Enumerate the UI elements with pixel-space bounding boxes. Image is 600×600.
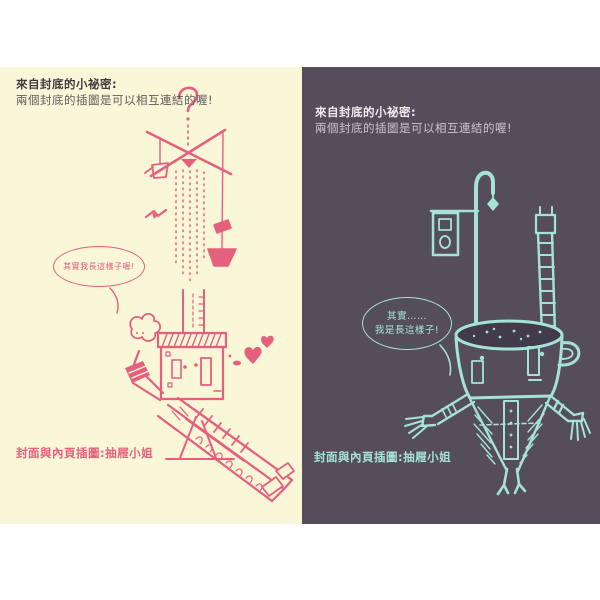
- eye-left: [479, 355, 485, 361]
- right-heading: 來自封底的小祕密: 兩個封底的插圖是可以相互連結的喔!: [315, 104, 512, 136]
- right-bubble-line2: 我是長這樣子!: [374, 324, 440, 336]
- question-mark-icon: [177, 86, 199, 113]
- graduated-cylinder: [182, 289, 205, 334]
- left-arm: [404, 392, 476, 439]
- traffic-light: [431, 211, 460, 257]
- cup-liquid: [454, 319, 564, 351]
- pot-eye-right: [194, 363, 198, 367]
- left-heading-subtitle: 兩個封底的插圖是可以相互連結的喔!: [16, 93, 214, 107]
- right-speech-bubble-text: 其實…… 我是長這樣子!: [375, 310, 439, 338]
- dotted-rain: [175, 169, 205, 284]
- left-heading: 來自封底的小祕密: 兩個封底的插圖是可以相互連結的喔!: [16, 76, 213, 108]
- bubble-tail: [109, 287, 119, 314]
- ramp-ladder: [185, 408, 253, 462]
- lamp-icon: [487, 197, 499, 211]
- pot-body: [159, 345, 225, 401]
- left-speech-bubble-text: 其實我長這樣子喔!: [63, 262, 135, 271]
- eye-right: [539, 351, 545, 357]
- right-speech-bubble: 其實…… 我是長這樣子!: [362, 297, 452, 350]
- ladder: [534, 206, 557, 337]
- cup-head: [454, 335, 564, 400]
- cotton-fluff: [129, 313, 162, 342]
- left-speech-bubble: 其實我長這樣子喔!: [53, 246, 145, 287]
- windmill-cross: [145, 128, 233, 178]
- ramp-foot: [261, 476, 284, 497]
- pot-nose: [200, 357, 212, 386]
- right-bubble-line1: 其實……: [386, 310, 427, 322]
- ramp-foot: [275, 462, 295, 480]
- legs: [496, 467, 527, 496]
- pot-eye-left: [183, 365, 187, 369]
- right-arm: [544, 395, 591, 441]
- left-caption: 封面與內頁插圖:抽屜小姐: [16, 446, 154, 460]
- right-heading-subtitle: 兩個封底的插圖是可以相互連結的喔!: [315, 121, 513, 135]
- cup-head-character-illustration: [404, 170, 591, 496]
- left-back-cover-panel: 來自封底的小祕密: 兩個封底的插圖是可以相互連結的喔! 其實我長這樣子喔! 封面…: [0, 67, 302, 524]
- hearts-icon: [228, 335, 274, 366]
- right-back-cover-panel: 來自封底的小祕密: 兩個封底的插圖是可以相互連結的喔! 其實…… 我是長這樣子!…: [302, 67, 600, 524]
- right-caption: 封面與內頁插圖:抽屜小姐: [314, 450, 452, 464]
- bubble-tail: [439, 344, 452, 376]
- bird-icon: [144, 208, 168, 219]
- left-heading-title: 來自封底的小祕密:: [16, 77, 118, 91]
- lamp-pole: [474, 170, 495, 332]
- nose: [527, 346, 540, 376]
- right-heading-title: 來自封底的小祕密:: [315, 105, 417, 119]
- book-spread: 來自封底的小祕密: 兩個封底的插圖是可以相互連結的喔! 其實我長這樣子喔! 封面…: [0, 67, 600, 524]
- cup-handle: [557, 341, 581, 367]
- body-skirt: [468, 395, 552, 473]
- tower-machine-illustration: [109, 86, 295, 503]
